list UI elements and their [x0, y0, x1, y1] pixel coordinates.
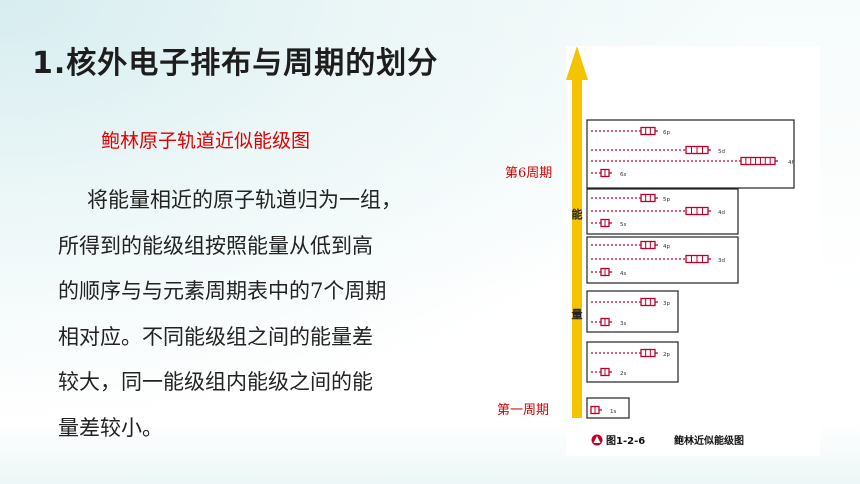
energy-level-diagram: 能量 6p 5d 4f 6s 5p 4d 5s 4p 3d 4s 3p 3s 2p 2s 1s 图1-2-6 鲍林…: [566, 46, 795, 447]
energy-level-group-frame: [586, 188, 739, 235]
slide-title: 1.核外电子排布与周期的划分: [32, 46, 439, 81]
paragraph-line: 所得到的能级组按照能量从低到高: [58, 233, 373, 258]
orbital-label: 4f: [788, 160, 794, 166]
caption-marker-triangle: [593, 436, 601, 443]
orbital-label: 5s: [620, 222, 626, 228]
energy-level-group-frame: [586, 341, 679, 383]
orbital-box: [640, 348, 656, 358]
paragraph-line: 相对应。不同能级组之间的能量差: [58, 324, 373, 349]
energy-level-group-frame: [586, 119, 795, 189]
paragraph-line: 将能量相近的原子轨道归为一组，: [87, 188, 402, 212]
energy-level-group-frame: [586, 236, 739, 284]
energy-level-group-frame: [586, 397, 630, 419]
caption-text: 鲍林近似能级图: [674, 434, 744, 447]
orbital-label: 3p: [663, 301, 670, 307]
orbital-label: 3d: [718, 258, 725, 264]
orbital-box: [640, 240, 656, 250]
axis-char: 能: [572, 207, 583, 221]
orbital-label: 6s: [620, 172, 626, 178]
energy-level-figure: 能量 6p 5d 4f 6s 5p 4d 5s 4p 3d 4s 3p 3s 2p 2s 1s 图1-2-6 鲍林…: [566, 46, 820, 456]
orbital-box: [640, 193, 656, 203]
paragraph-line: 较大，同一能级组内能级之间的能: [58, 370, 373, 394]
energy-level-group-frame: [586, 290, 679, 333]
orbital-label: 4p: [663, 244, 670, 250]
orbital-box: [640, 297, 656, 307]
orbital-label: 2s: [620, 371, 626, 377]
orbital-label: 5d: [718, 149, 725, 155]
energy-arrow-head: [566, 46, 588, 80]
body-paragraph: 将能量相近的原子轨道归为一组， 所得到的能级组按照能量从低到高 的顺序与与元素周…: [58, 178, 458, 451]
orbital-label: 1s: [610, 409, 616, 415]
slide-subtitle: 鲍林原子轨道近似能级图: [101, 130, 311, 152]
period-6-label: 第6周期: [505, 166, 553, 181]
orbital-label: 2p: [663, 352, 670, 358]
paragraph-line: 量差较小。: [58, 415, 163, 440]
axis-char: 量: [572, 308, 583, 321]
orbital-box: [640, 126, 656, 136]
orbital-label: 6p: [663, 130, 670, 136]
orbital-label: 3s: [620, 321, 626, 327]
energy-arrow-shaft: [572, 78, 582, 418]
period-1-label: 第一周期: [497, 403, 550, 418]
paragraph-line: 的顺序与与元素周期表中的7个周期: [58, 279, 387, 303]
orbital-label: 5p: [663, 197, 670, 203]
orbital-label: 4d: [718, 210, 725, 216]
orbital-label: 4s: [620, 271, 626, 277]
caption-number: 图1-2-6: [606, 435, 645, 447]
